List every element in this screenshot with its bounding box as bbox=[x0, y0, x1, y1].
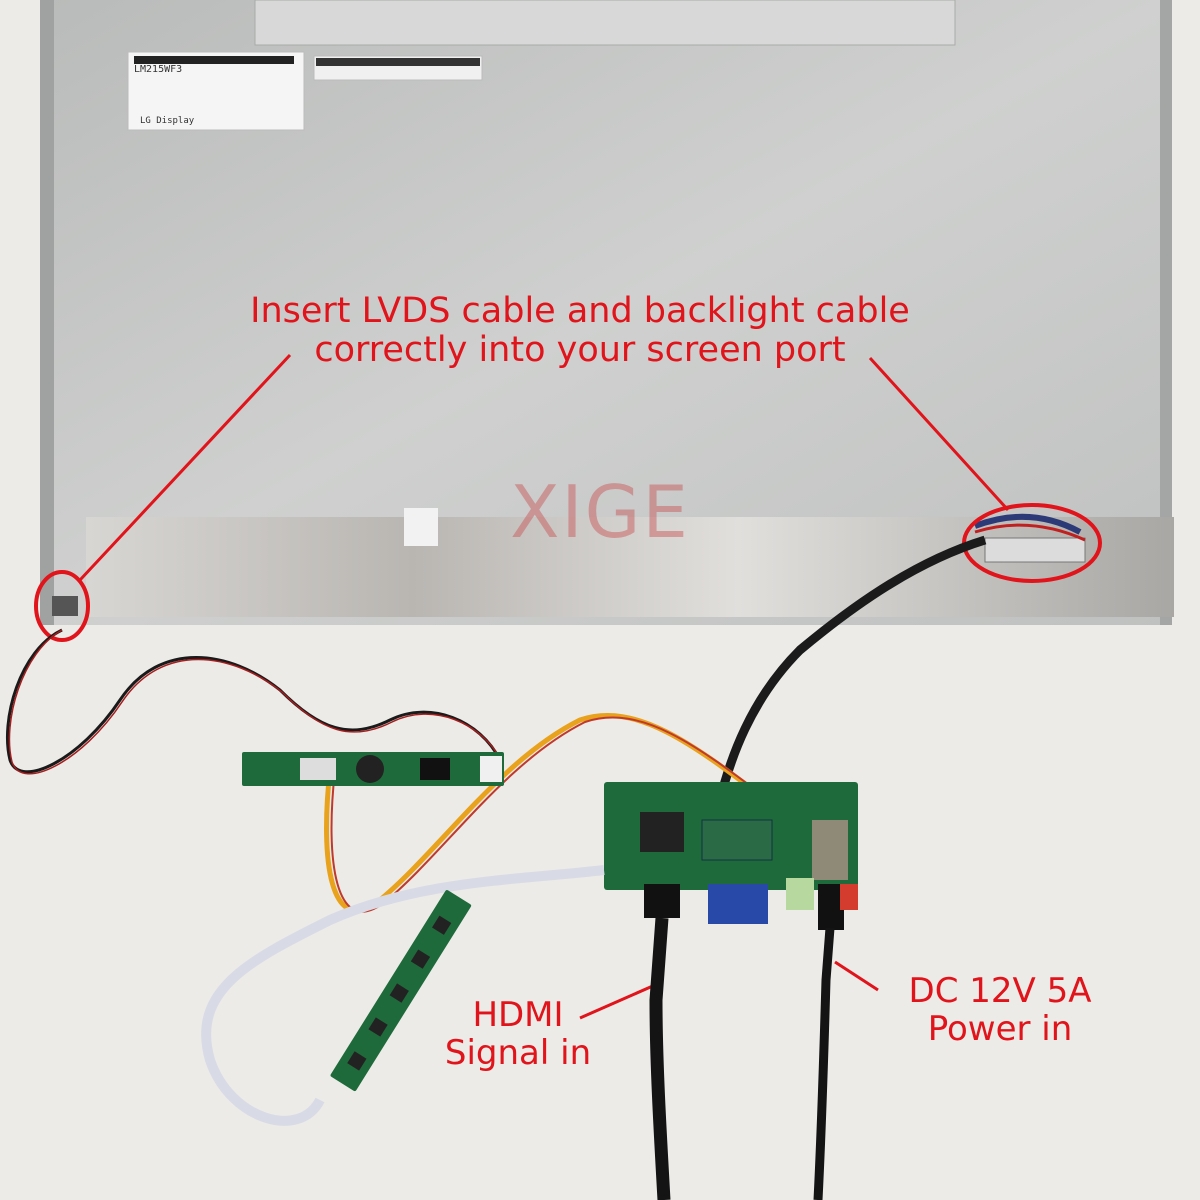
keypad-board bbox=[330, 890, 472, 1092]
callout-hdmi-line1: HDMI bbox=[472, 995, 564, 1035]
pointer-line-right bbox=[868, 356, 1010, 512]
callout-hdmi-signal: HDMI Signal in bbox=[418, 996, 618, 1072]
callout-dc-line1: DC 12V 5A bbox=[908, 971, 1092, 1011]
backlight-connector bbox=[52, 596, 78, 616]
callout-lvds-line1: Insert LVDS cable and backlight cable bbox=[250, 291, 910, 331]
callout-dc-line2: Power in bbox=[927, 1009, 1073, 1050]
keypad-ribbon-cable bbox=[201, 865, 605, 1126]
lvds-cable bbox=[715, 535, 987, 802]
panel-brand-label: LG Display bbox=[140, 116, 195, 126]
panel-model-label: LM215WF3 bbox=[134, 64, 183, 75]
pointer-line-hdmi bbox=[579, 983, 656, 1020]
callout-lvds-instruction: Insert LVDS cable and backlight cable co… bbox=[200, 291, 960, 371]
lvds-connector bbox=[973, 513, 1086, 563]
pointer-line-dc bbox=[834, 960, 879, 992]
foil-strip bbox=[86, 517, 1174, 617]
dc-power-cable bbox=[813, 927, 835, 1200]
audio-jack bbox=[786, 878, 814, 910]
lcd-panel bbox=[40, 0, 1174, 625]
backlight-cable bbox=[5, 628, 502, 774]
panel-barcode-label bbox=[127, 51, 483, 131]
hdmi-port bbox=[644, 884, 680, 918]
backlight-inverter-board bbox=[242, 752, 504, 786]
callout-lvds-line2: correctly into your screen port bbox=[314, 330, 846, 371]
driver-board bbox=[604, 782, 858, 930]
pointer-line-left bbox=[78, 353, 292, 582]
hdmi-cable bbox=[649, 917, 671, 1200]
vga-port bbox=[708, 884, 768, 924]
highlight-circle-backlight bbox=[34, 570, 90, 642]
watermark: XIGE bbox=[510, 470, 690, 554]
callout-hdmi-line2: Signal in bbox=[444, 1033, 592, 1074]
callout-dc-power: DC 12V 5A Power in bbox=[885, 972, 1115, 1048]
dc-jack bbox=[818, 884, 844, 930]
